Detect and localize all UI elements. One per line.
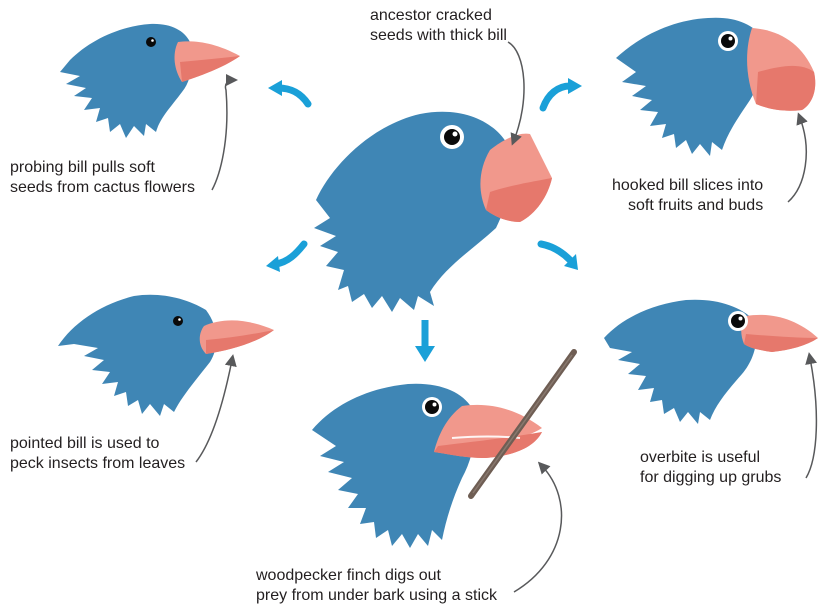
- caption-overbite-line-1: overbite is useful: [640, 448, 781, 468]
- woodpecker-finch-head-icon: [312, 384, 542, 548]
- arrow-to-woodpecker-icon: [415, 320, 435, 362]
- pointed-finch-head-icon: [58, 295, 274, 416]
- caption-pointed-line-2: peck insects from leaves: [10, 454, 185, 474]
- overbite-finch-head-icon: [604, 300, 818, 424]
- ancestor-finch-head-icon: [314, 112, 552, 312]
- caption-woodpecker-line-1: woodpecker finch digs out: [256, 566, 497, 586]
- arrow-to-overbite-icon: [541, 244, 578, 270]
- arrow-to-pointed-icon: [266, 244, 304, 272]
- caption-probing-line-2: seeds from cactus flowers: [10, 178, 195, 198]
- probing-finch-head-icon: [60, 24, 240, 138]
- pointer-line-hooked: [788, 118, 806, 202]
- pointer-line-ancestor: [508, 42, 524, 140]
- caption-ancestor-line-2: seeds with thick bill: [370, 26, 507, 46]
- caption-probing: probing bill pulls soft seeds from cactu…: [10, 158, 195, 198]
- hooked-finch-head-icon: [616, 18, 815, 156]
- caption-woodpecker: woodpecker finch digs out prey from unde…: [256, 566, 497, 606]
- caption-pointed-line-1: pointed bill is used to: [10, 434, 185, 454]
- caption-hooked-line-1: hooked bill slices into: [612, 176, 763, 196]
- pointer-line-pointed: [196, 360, 232, 462]
- caption-overbite: overbite is useful for digging up grubs: [640, 448, 781, 488]
- caption-ancestor-line-1: ancestor cracked: [370, 6, 507, 26]
- arrow-to-probing-icon: [268, 80, 308, 104]
- arrow-to-hooked-icon: [543, 78, 582, 108]
- caption-ancestor: ancestor cracked seeds with thick bill: [370, 6, 507, 46]
- caption-probing-line-1: probing bill pulls soft: [10, 158, 195, 178]
- caption-overbite-line-2: for digging up grubs: [640, 468, 781, 488]
- pointer-line-woodpecker: [514, 466, 562, 592]
- caption-hooked: hooked bill slices into soft fruits and …: [612, 176, 763, 216]
- caption-woodpecker-line-2: prey from under bark using a stick: [256, 586, 497, 606]
- pointer-line-overbite: [806, 358, 816, 478]
- caption-hooked-line-2: soft fruits and buds: [612, 196, 763, 216]
- caption-pointed: pointed bill is used to peck insects fro…: [10, 434, 185, 474]
- pointer-line-probing: [212, 80, 232, 190]
